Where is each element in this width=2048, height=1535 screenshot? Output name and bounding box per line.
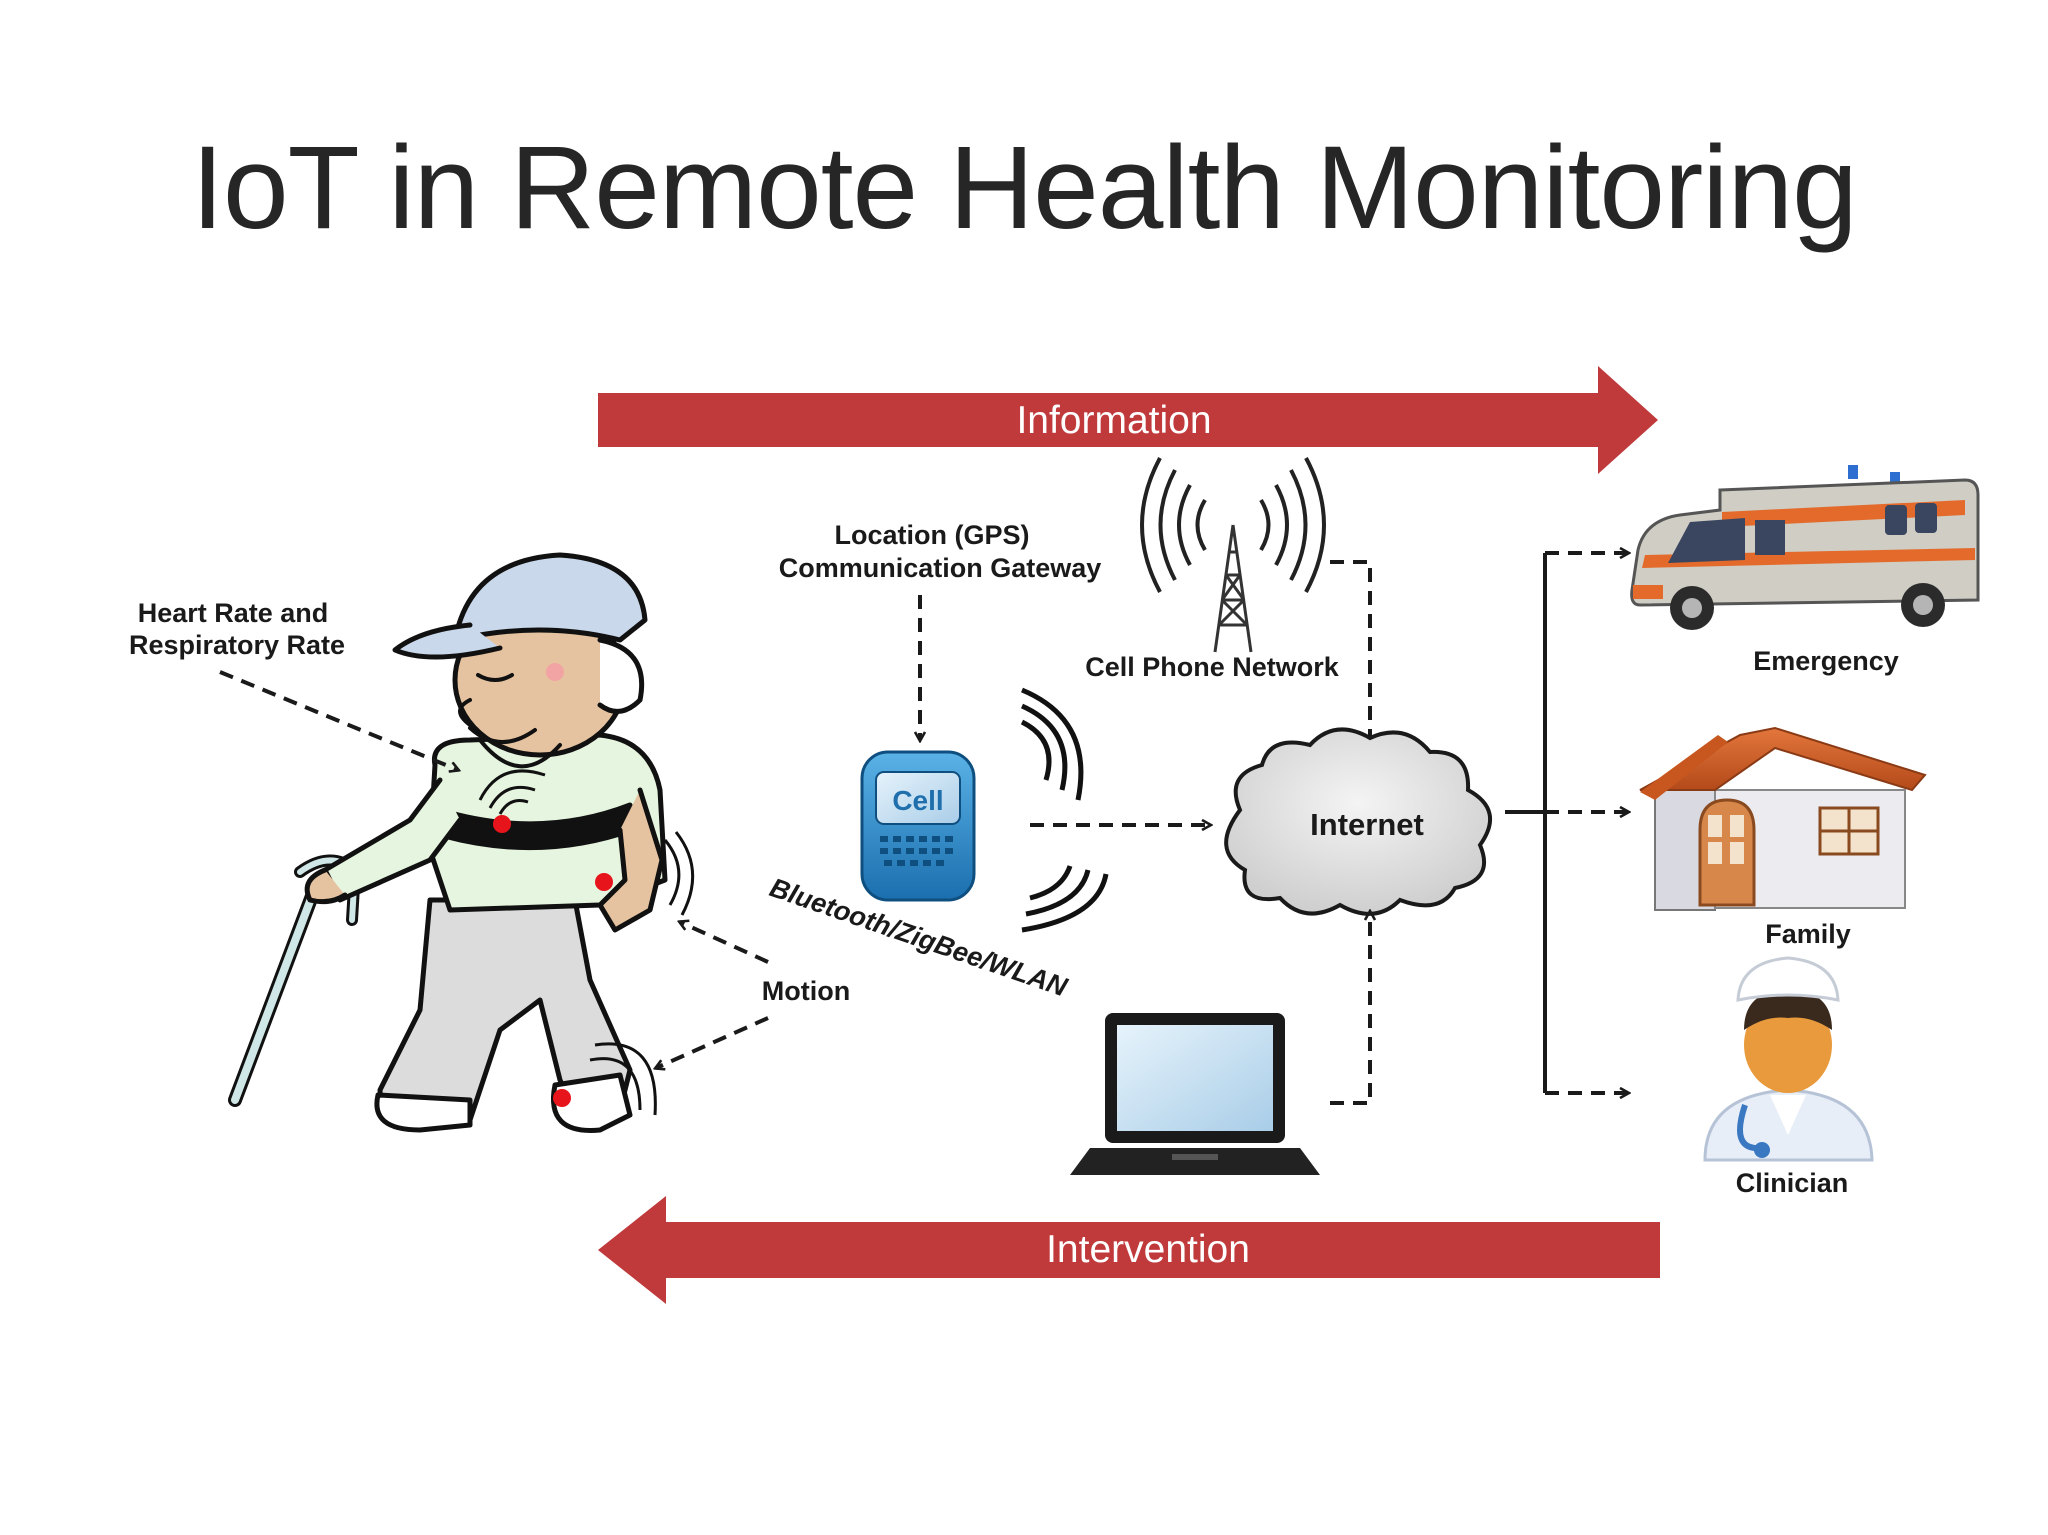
- laptop-to-internet-connector: [1330, 912, 1370, 1105]
- information-label: Information: [1016, 399, 1211, 442]
- chest-sensor: [478, 769, 546, 815]
- wrist-sensor-dot: [595, 873, 613, 891]
- motion-wrist-connector: [680, 922, 769, 964]
- elderly-patient-illustration: [228, 552, 668, 1133]
- motion-label: Motion: [762, 976, 850, 1006]
- intervention-label: Intervention: [1046, 1228, 1250, 1271]
- clinician-label: Clinician: [1736, 1168, 1849, 1198]
- wireless-signal-top: [1020, 687, 1084, 801]
- chest-sensor-dot: [493, 815, 511, 833]
- house-icon: [1639, 726, 1927, 911]
- information-arrow: Information: [598, 366, 1658, 474]
- location-label-line2: Communication Gateway: [779, 553, 1102, 583]
- family-label: Family: [1765, 919, 1851, 949]
- internet-cloud-icon: [1224, 727, 1492, 916]
- ankle-sensor-dot: [553, 1089, 571, 1107]
- internet-label: Internet: [1310, 807, 1424, 842]
- cell-network-label: Cell Phone Network: [1085, 652, 1340, 682]
- wrist-sensor: [663, 831, 695, 916]
- tower-to-internet-connector: [1330, 560, 1370, 758]
- heart-rate-label-line2: Respiratory Rate: [129, 630, 345, 660]
- laptop-icon: [1070, 1013, 1320, 1175]
- ambulance-icon: [1630, 465, 1980, 630]
- phone-screen-label: Cell: [892, 785, 943, 816]
- wireless-signal-bottom: [1021, 865, 1109, 933]
- cell-phone-icon: [860, 750, 976, 902]
- heart-rate-label-line1: Heart Rate and: [138, 598, 329, 628]
- cell-tower-icon: [1140, 457, 1326, 653]
- slide-title: IoT in Remote Health Monitoring: [191, 122, 1858, 254]
- motion-ankle-connector: [656, 1016, 769, 1068]
- clinician-icon: [1703, 956, 1874, 1162]
- emergency-label: Emergency: [1753, 646, 1899, 676]
- intervention-arrow: Intervention: [598, 1196, 1660, 1304]
- location-label-line1: Location (GPS): [835, 520, 1030, 550]
- ankle-sensor: [589, 1042, 657, 1116]
- heart-rate-connector: [219, 670, 458, 770]
